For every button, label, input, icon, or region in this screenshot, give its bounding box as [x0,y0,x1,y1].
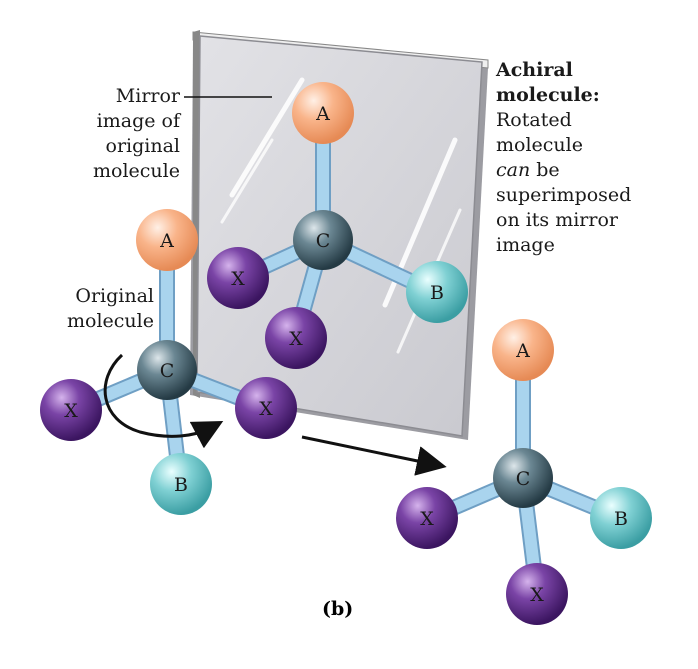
svg-text:A: A [159,230,174,252]
original-molecule-label: Original molecule [40,284,154,334]
svg-text:C: C [160,360,175,382]
atom-b: B [150,453,212,515]
svg-text:X: X [231,268,245,290]
label-line: molecule [67,310,154,332]
mirror-image-label: Mirror image of original molecule [80,84,180,184]
emphasis-can: can [496,159,531,181]
atom-x: X [207,247,269,309]
label-line: image of [96,110,180,132]
desc-line: Rotated [496,109,572,131]
atom-x: X [235,377,297,439]
rotated-molecule: A X B X C [396,319,652,625]
atom-x: X [506,563,568,625]
rotation-arrow [103,353,224,449]
atom-a: A [292,82,354,144]
svg-text:B: B [614,508,628,530]
label-line: molecule [93,160,180,182]
svg-text:C: C [516,468,531,490]
atom-b: B [590,487,652,549]
svg-text:X: X [259,398,273,420]
label-line: Original [75,285,154,307]
atom-b: B [406,261,468,323]
mirror-image-molecule: A X X B C [207,82,468,369]
desc-line: superimposed [496,184,632,206]
figure-caption: (b) [322,598,354,620]
svg-text:X: X [289,328,303,350]
svg-text:X: X [420,508,434,530]
svg-text:X: X [530,584,544,606]
desc-line: can be [496,158,686,183]
atom-c: C [493,448,553,508]
transform-arrow [301,435,447,476]
atom-a: A [492,319,554,381]
svg-text:X: X [64,400,78,422]
atom-c: C [293,210,353,270]
label-line: original [105,135,180,157]
svg-text:A: A [515,340,530,362]
achiral-heading-line: Achiral [496,59,573,81]
desc-line: molecule [496,134,583,156]
original-molecule: A X X B C [40,209,297,515]
achiral-heading-line: molecule: [496,84,600,106]
atom-x: X [40,379,102,441]
desc-fragment: be [530,159,560,181]
label-line: Mirror [115,85,180,107]
atom-a: A [136,209,198,271]
svg-text:C: C [316,230,331,252]
svg-text:B: B [430,282,444,304]
atom-c: C [137,340,197,400]
svg-text:A: A [315,103,330,125]
desc-line: image [496,234,555,256]
svg-text:B: B [174,474,188,496]
atom-x: X [265,307,327,369]
achiral-description: Achiral molecule: Rotated molecule can b… [496,58,686,258]
desc-line: on its mirror [496,209,618,231]
atom-x: X [396,487,458,549]
